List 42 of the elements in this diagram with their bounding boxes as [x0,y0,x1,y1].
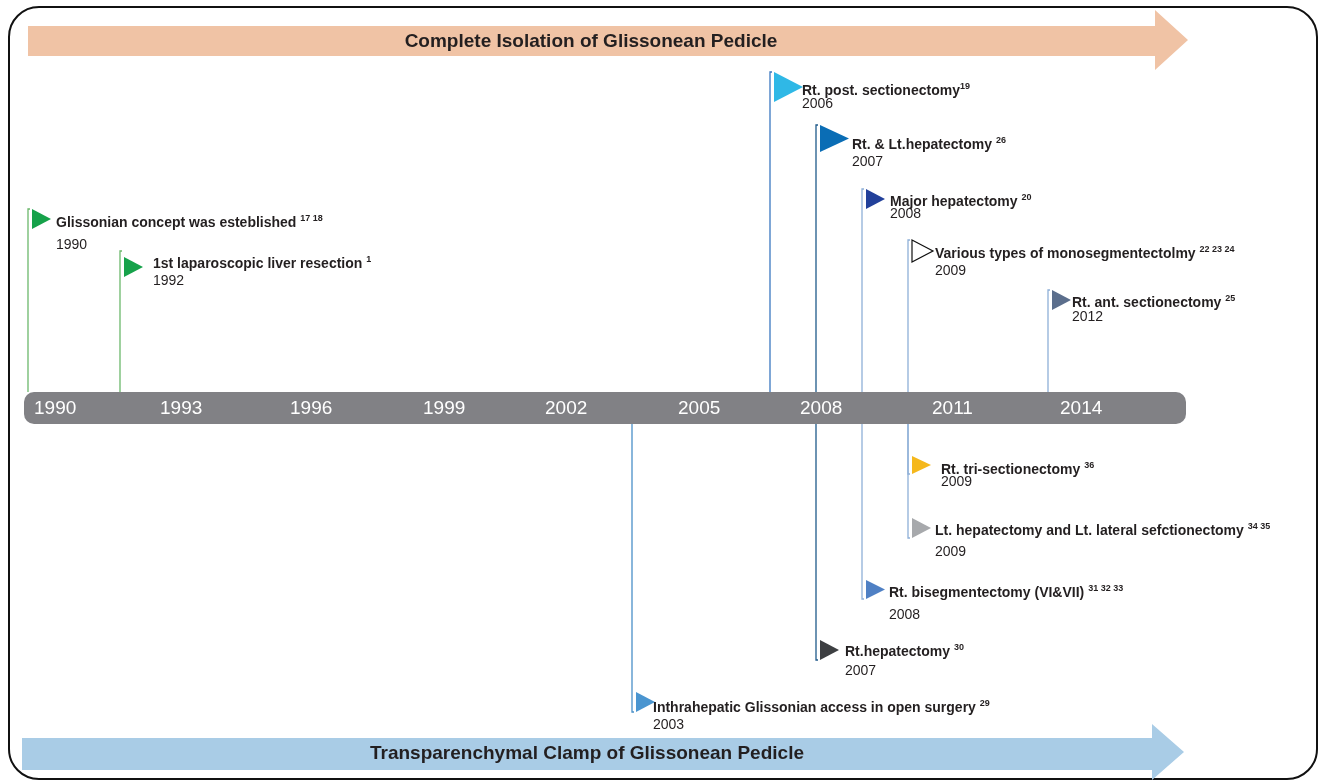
event-year: 2003 [653,716,685,732]
axis-year: 2008 [800,398,843,418]
axis-year: 2005 [678,398,721,418]
axis-year: 1996 [290,398,333,418]
flag-pole [815,423,819,661]
event-year: 2009 [935,262,967,278]
band-title: Transparenchymal Clamp of Glissonean Pedicle [370,742,804,764]
event-year: 1992 [153,272,185,288]
axis-year: 2011 [932,398,973,418]
event-title: Rt. post. sectionectomy$^{19}$ [802,80,970,98]
event-title: Various types of monosegmentectolmy $^{22 23 24}$ [935,243,1235,261]
event-year: 2012 [1072,308,1104,324]
event-year: 2008 [889,606,921,622]
axis-year: 2002 [545,398,588,418]
flag-pole [815,124,819,393]
flag-pole [27,208,31,393]
event-year: 1990 [56,236,88,252]
event-year: 2009 [935,543,967,559]
flag-pole [861,423,865,600]
flag-pole [1047,289,1051,393]
axis-year: 2014 [1060,398,1103,418]
flag-pole [861,188,865,393]
event-title: Rt. bisegmentectomy (VI&VII) $^{31 32 33}$ [889,582,1124,600]
event-title: Inthrahepatic Glissonian access in open surgery $^{29}$ [653,697,990,715]
flag-pole [119,250,123,393]
axis-year: 1999 [423,398,466,418]
flag-pole [907,239,911,393]
event-title: 1st laparoscopic liver resection $^{1}$ [153,253,372,271]
event-year: 2007 [852,153,884,169]
event-title: Rt. ant. sectionectomy $^{25}$ [1072,292,1236,310]
axis-year: 1990 [34,398,77,418]
event-title: Rt. & Lt.hepatectomy $^{26}$ [852,134,1006,152]
timeline-axis-bar [24,392,1186,424]
band-title: Complete Isolation of Glissonean Pedicle [404,30,778,52]
flag-pole [631,423,635,713]
event-title: Rt.hepatectomy $^{30}$ [845,641,964,659]
event-title: Lt. hepatectomy and Lt. lateral sefctionectomy $^{34 35}$ [935,520,1271,538]
event-year: 2007 [845,662,877,678]
flag-pole [907,423,911,539]
flag-pole [769,71,773,393]
axis-year: 1993 [160,398,203,418]
event-title: Glissonian concept was esteblished $^{17 18}$ [56,212,323,230]
